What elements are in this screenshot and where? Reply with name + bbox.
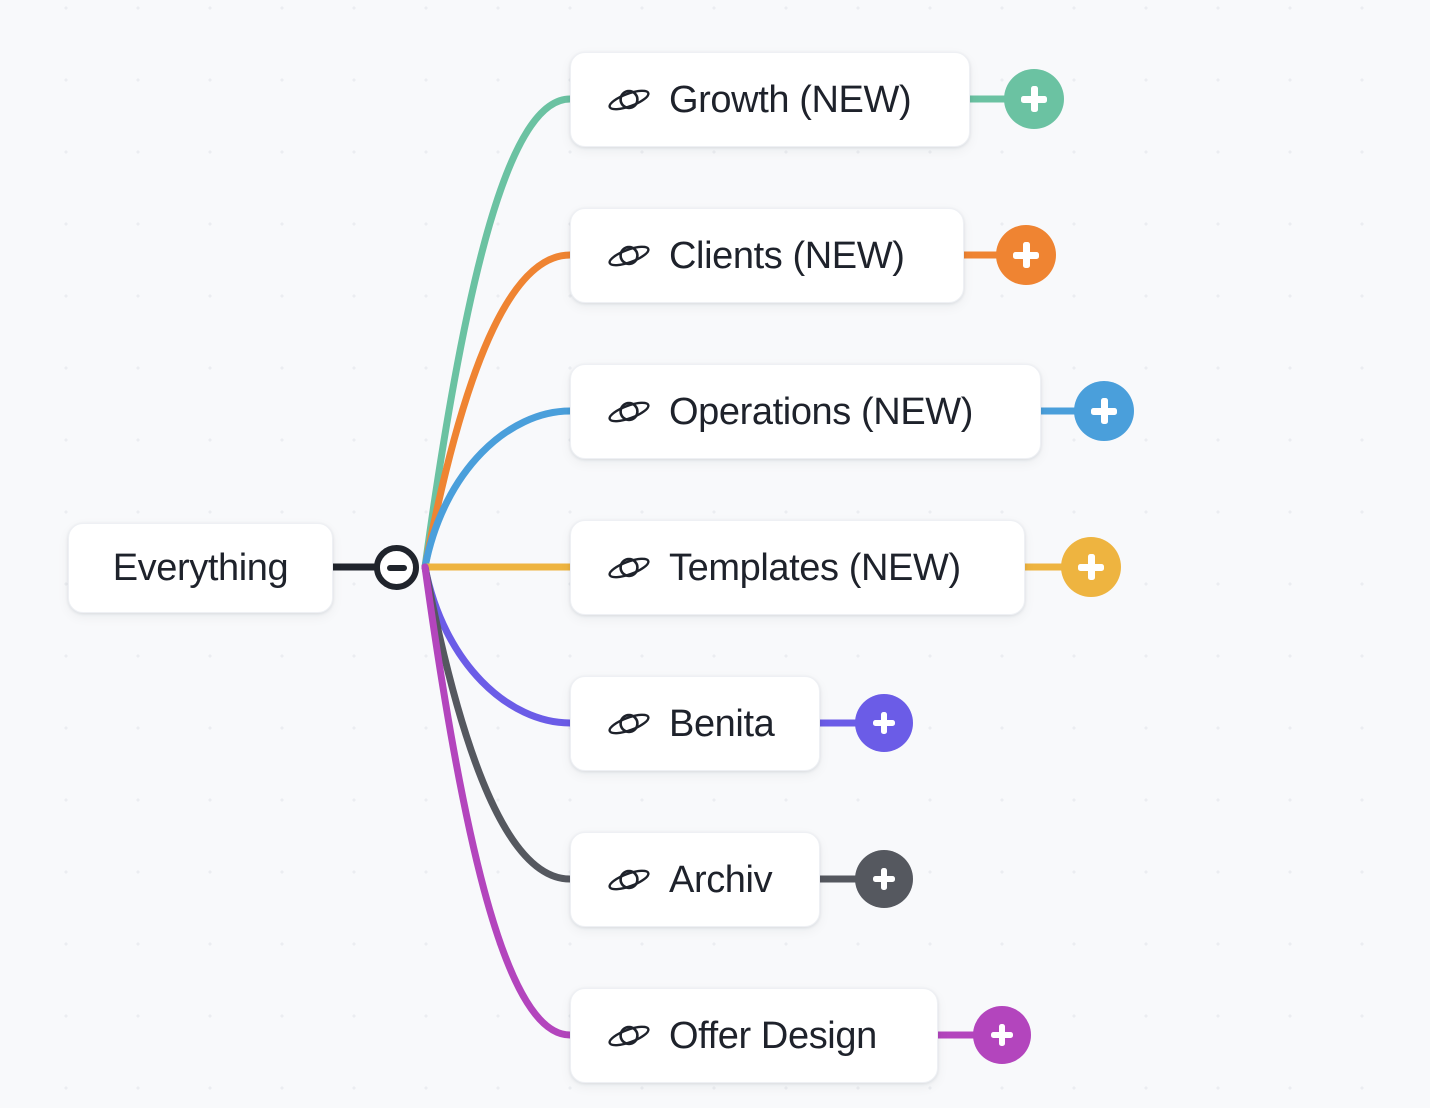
plus-icon-vertical [1100,398,1108,424]
collapse-toggle-button[interactable] [374,545,419,590]
branch-edge [421,563,574,1039]
child-node[interactable]: Offer Design [570,988,938,1083]
child-node-label: Archiv [669,858,773,901]
child-node[interactable]: Clients (NEW) [570,208,964,303]
branch-edges [421,95,574,1039]
child-node-label: Operations (NEW) [669,390,974,433]
branch-edge [421,563,574,883]
add-child-button[interactable] [1074,381,1134,441]
child-node[interactable]: Growth (NEW) [570,52,970,147]
planet-icon [608,869,650,890]
add-child-button[interactable] [855,850,913,908]
branch-edge [421,95,574,571]
add-child-button[interactable] [996,225,1056,285]
planet-icon [608,401,650,422]
planet-icon [608,557,650,578]
child-node-label: Growth (NEW) [669,78,912,121]
child-node-label: Benita [669,702,775,745]
root-node-label: Everything [112,547,289,589]
plus-icon-vertical [880,712,888,734]
add-child-button[interactable] [1004,69,1064,129]
plus-icon-vertical [1087,554,1095,580]
planet-icon [608,1025,650,1046]
planet-icon [608,245,650,266]
child-node[interactable]: Templates (NEW) [570,520,1025,615]
branch-edge [421,563,574,727]
child-node-label: Clients (NEW) [669,234,905,277]
add-child-button[interactable] [1061,537,1121,597]
add-child-button[interactable] [973,1006,1031,1064]
add-child-button[interactable] [855,694,913,752]
planet-icon [608,713,650,734]
child-node-label: Templates (NEW) [669,546,961,589]
child-node[interactable]: Benita [570,676,820,771]
child-node[interactable]: Archiv [570,832,820,927]
plus-icon-vertical [998,1024,1006,1046]
branch-edge [421,251,574,571]
plus-icon-vertical [1030,86,1038,112]
plus-icon-vertical [880,868,888,890]
child-node[interactable]: Operations (NEW) [570,364,1041,459]
minus-icon [386,564,407,571]
plus-icon-vertical [1022,242,1030,268]
root-node[interactable]: Everything [68,523,333,613]
planet-icon [608,89,650,110]
child-node-label: Offer Design [669,1014,877,1057]
branch-edge [421,407,574,571]
